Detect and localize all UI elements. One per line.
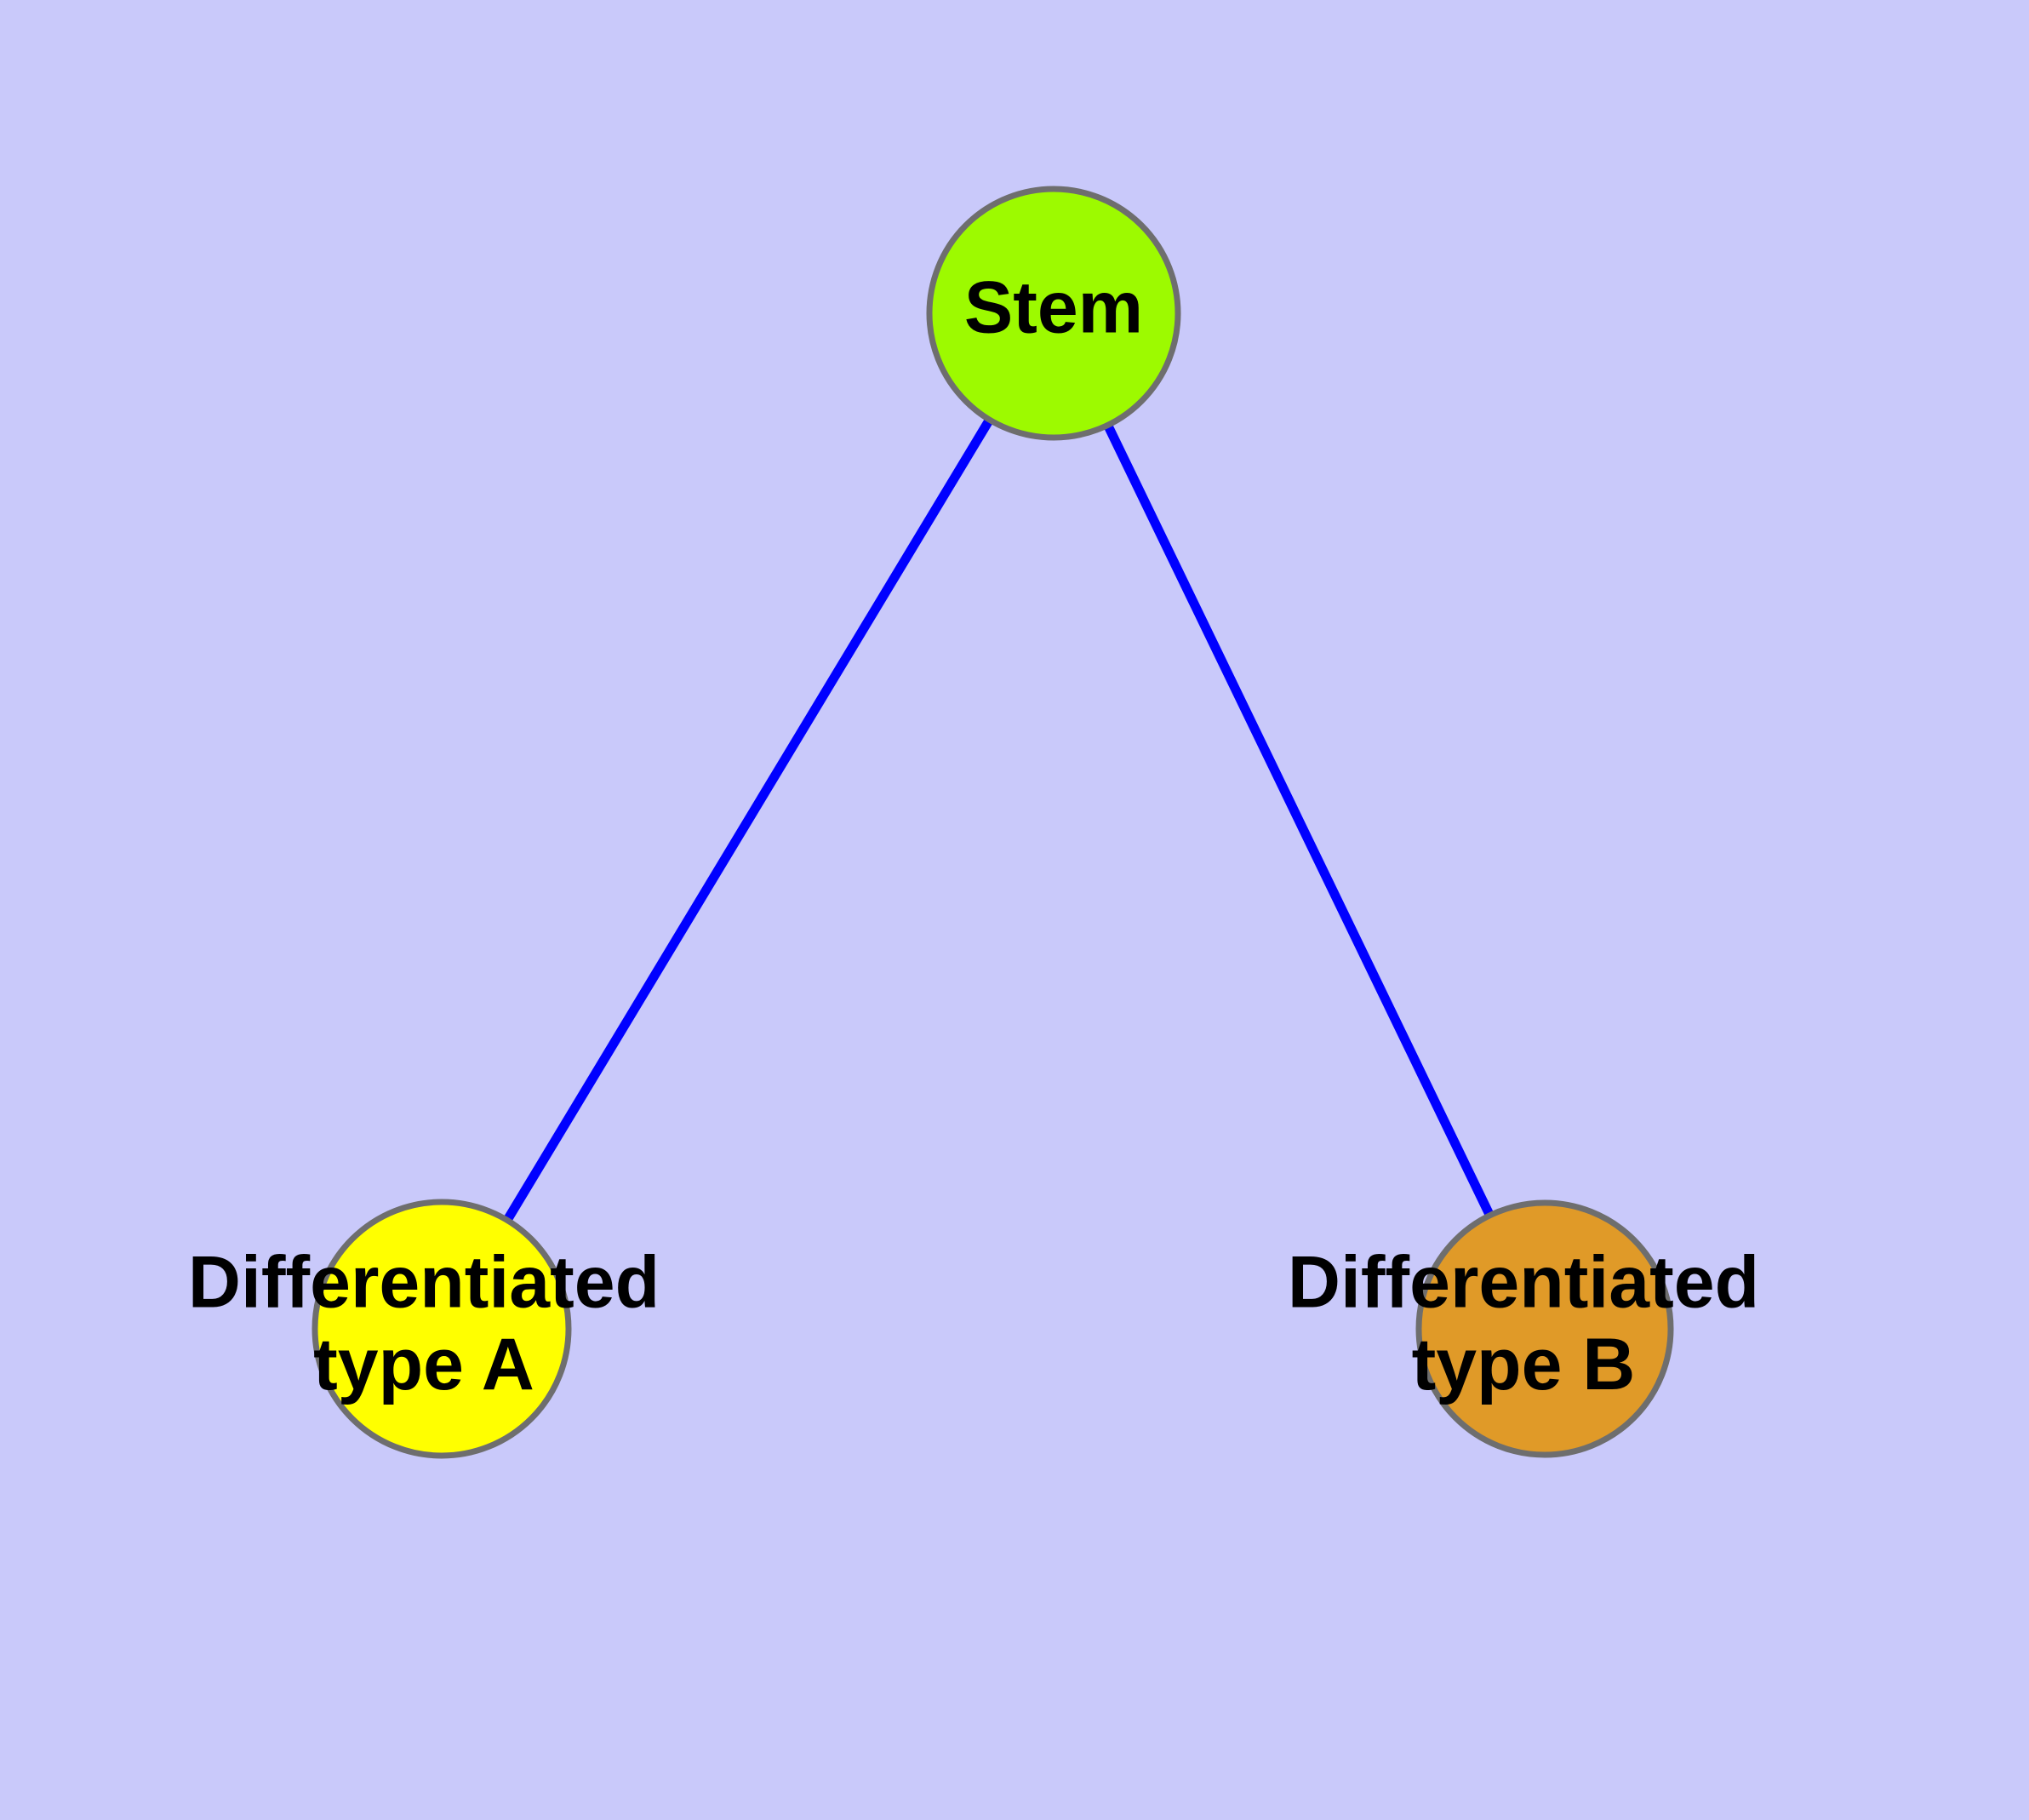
node-differentiated-type-a-label-line-1: Differentiated — [188, 1242, 660, 1324]
node-differentiated-type-b[interactable] — [1415, 1199, 1674, 1458]
node-differentiated-type-a[interactable] — [311, 1199, 572, 1459]
nodes-layer — [311, 186, 1674, 1459]
edge-stem-to-differentiated-type-b[interactable] — [1049, 311, 1549, 1331]
edges-layer — [437, 311, 1549, 1331]
node-differentiated-type-a-circle[interactable] — [311, 1199, 572, 1459]
node-differentiated-type-b-label-line-2: type B — [1412, 1324, 1636, 1405]
node-differentiated-type-b-circle[interactable] — [1415, 1199, 1674, 1458]
node-stem-circle[interactable] — [926, 186, 1181, 441]
labels-layer: Stem Differentiated type A Differentiate… — [188, 267, 1759, 1405]
node-stem[interactable] — [926, 186, 1181, 441]
node-stem-label: Stem — [964, 267, 1143, 349]
node-differentiated-type-a-label-line-2: type A — [313, 1324, 534, 1405]
edge-stem-to-differentiated-type-a[interactable] — [437, 311, 1058, 1331]
node-differentiated-type-b-label-line-1: Differentiated — [1288, 1242, 1759, 1324]
